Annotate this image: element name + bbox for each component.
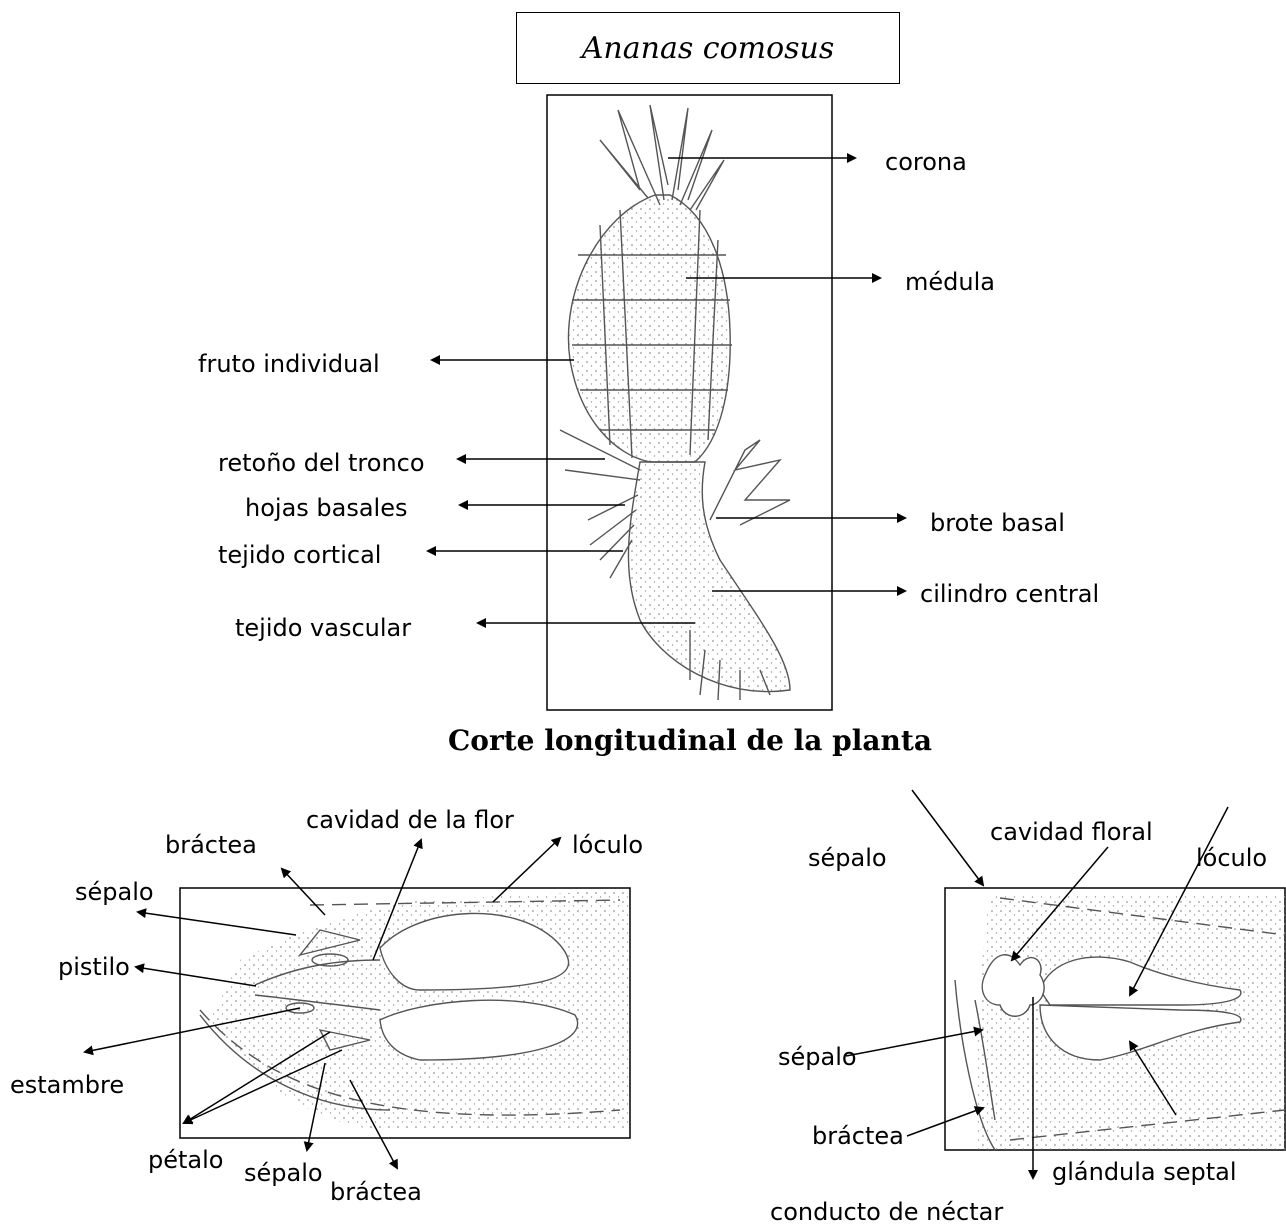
label-tejido-vascular: tejido vascular [235,616,411,640]
label-petalo: pétalo [148,1148,223,1172]
species-title: Ananas comosus [582,31,835,66]
label-estambre: estambre [10,1073,124,1097]
label-loculo-left: lóculo [572,833,643,857]
label-sepalo-top-right: sépalo [808,846,887,870]
label-bractea-right: bráctea [812,1124,904,1148]
label-pistilo: pistilo [58,955,130,979]
label-cavidad-de-la-flor: cavidad de la flor [306,808,514,832]
label-glandula-septal: glándula septal [1052,1160,1237,1184]
label-bractea-bottom-left: bráctea [330,1180,422,1204]
label-loculo-right: lóculo [1196,846,1267,870]
label-sepalo-bottom-left: sépalo [244,1161,323,1185]
label-brote-basal: brote basal [930,511,1065,535]
label-tejido-cortical: tejido cortical [218,543,381,567]
arrow-l-sepalo-top [138,912,296,935]
label-conducto-de-nectar: conducto de néctar [770,1200,1003,1224]
right-flower-drawing [955,895,1285,1150]
pineapple-drawing [560,105,790,700]
species-title-box: Ananas comosus [516,12,900,84]
left-flower-drawing [200,890,630,1130]
arrow-r-sepalo-top [912,790,983,885]
label-sepalo-top-left: sépalo [75,880,154,904]
label-hojas-basales: hojas basales [245,496,408,520]
plant-caption: Corte longitudinal de la planta [390,724,990,757]
arrow-l-bractea-top [282,869,325,915]
label-fruto-individual: fruto individual [198,352,380,376]
label-corona: corona [885,150,967,174]
label-cilindro-central: cilindro central [920,582,1099,606]
label-cavidad-floral: cavidad floral [990,820,1153,844]
label-retono-del-tronco: retoño del tronco [218,451,425,475]
label-medula: médula [905,270,995,294]
arrow-l-loculo [493,838,560,902]
label-bractea-top-left: bráctea [165,833,257,857]
label-sepalo-mid-right: sépalo [778,1045,857,1069]
arrow-r-sepalo-mid [846,1030,982,1056]
